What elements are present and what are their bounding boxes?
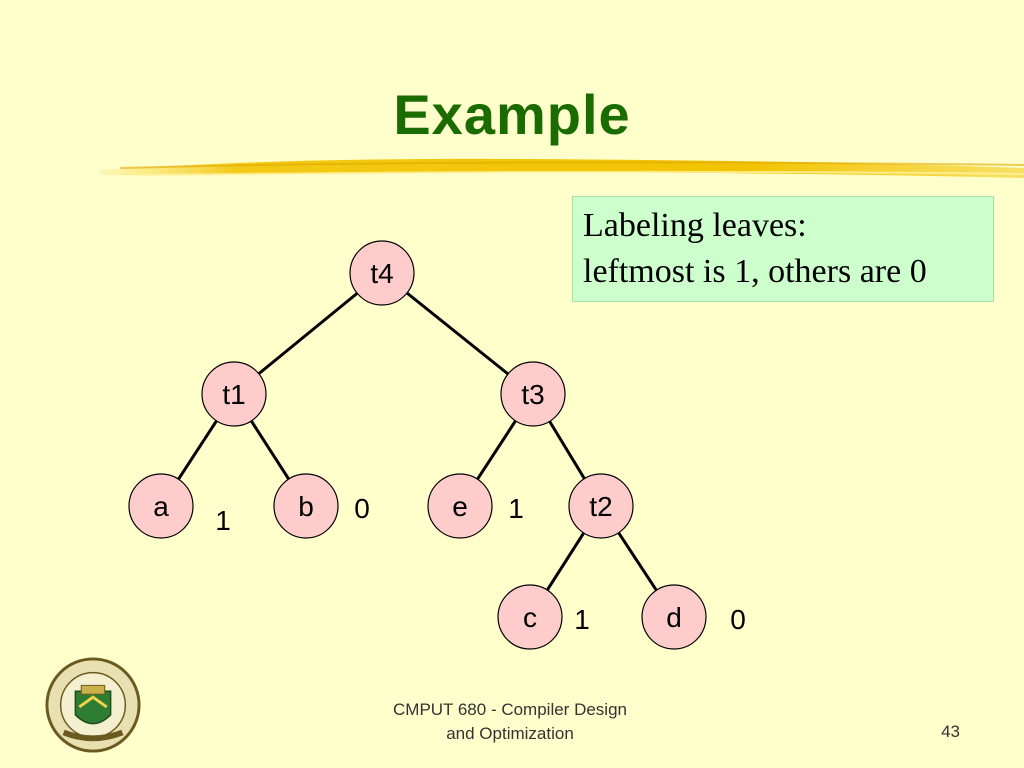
callout-line-1: Labeling leaves:	[583, 207, 807, 244]
slide-title: Example	[393, 83, 631, 146]
tree-node-a: a	[128, 473, 194, 539]
node-label: t3	[521, 379, 544, 410]
tree-node-d: d	[641, 584, 707, 650]
node-circle	[497, 584, 563, 650]
tree-node-t4: t4	[349, 240, 415, 306]
footer-course-title: CMPUT 680 - Compiler Design and Optimiza…	[340, 698, 680, 746]
edge-t1-b	[250, 420, 290, 480]
node-label: b	[298, 491, 314, 522]
node-label: c	[523, 602, 537, 633]
edge-t2-d	[617, 531, 658, 592]
node-label: d	[666, 602, 682, 633]
tree-node-e: e	[427, 473, 493, 539]
edge-t1-a	[177, 419, 218, 481]
node-circle	[500, 361, 566, 427]
university-crest-icon	[45, 657, 141, 753]
footer-line-2: and Optimization	[446, 724, 574, 743]
edge-t4-t1	[257, 292, 359, 375]
node-label: t1	[222, 379, 245, 410]
node-label: e	[452, 491, 468, 522]
edge-t3-e	[476, 419, 517, 481]
node-circle	[568, 473, 634, 539]
node-circle	[201, 361, 267, 427]
title-underline-brush	[100, 158, 1024, 178]
node-label: t4	[370, 258, 393, 289]
node-circle	[641, 584, 707, 650]
leaf-value-c: 1	[574, 604, 590, 635]
tree-node-t3: t3	[500, 361, 566, 427]
node-circle	[128, 473, 194, 539]
tree-node-t2: t2	[568, 473, 634, 539]
edge-t2-c	[545, 532, 586, 591]
leaf-value-d: 0	[730, 604, 746, 635]
callout-line-2: leftmost is 1, others are 0	[583, 253, 927, 290]
tree-node-t1: t1	[201, 361, 267, 427]
node-label: t2	[589, 491, 612, 522]
tree-node-c: c	[497, 584, 563, 650]
node-label: a	[153, 491, 169, 522]
node-circle	[349, 240, 415, 306]
node-circle	[427, 473, 493, 539]
edge-t4-t3	[406, 291, 509, 376]
edge-t3-t2	[548, 420, 586, 480]
node-circle	[273, 473, 339, 539]
leaf-value-a: 1	[215, 505, 231, 536]
tree-node-b: b	[273, 473, 339, 539]
callout-box: Labeling leaves: leftmost is 1, others a…	[572, 196, 994, 302]
leaf-value-b: 0	[354, 493, 370, 524]
leaf-value-e: 1	[508, 493, 524, 524]
page-number: 43	[941, 722, 960, 741]
footer-line-1: CMPUT 680 - Compiler Design	[393, 700, 627, 719]
